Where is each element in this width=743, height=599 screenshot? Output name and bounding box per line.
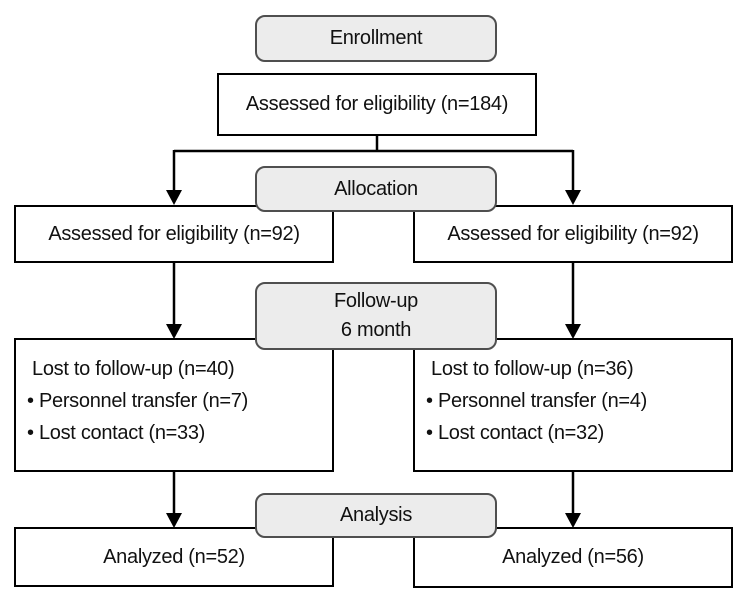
arrowhead-left-allocation <box>166 190 182 205</box>
arrowhead-right-allocation <box>565 190 581 205</box>
box-lost-followup-right: Lost to follow-up (n=36) • Personnel tra… <box>413 338 733 472</box>
arrowhead-right-followup <box>565 324 581 339</box>
lost-followup-right-item: • Lost contact (n=32) <box>426 422 605 444</box>
lost-followup-right-title: Lost to follow-up (n=36) <box>431 358 634 380</box>
box-assessed-eligibility-left-text: Assessed for eligibility (n=92) <box>48 222 300 245</box>
box-assessed-eligibility-right-text: Assessed for eligibility (n=92) <box>447 222 699 245</box>
stage-label-analysis-text: Analysis <box>339 504 413 526</box>
box-analyzed-left-text: Analyzed (n=52) <box>103 545 245 568</box>
stage-label-followup: Follow-up 6 month <box>255 282 497 350</box>
stage-label-enrollment-text: Enrollment <box>329 27 423 49</box>
stage-label-followup-text: Follow-up <box>334 290 418 312</box>
box-assessed-eligibility-right: Assessed for eligibility (n=92) <box>413 205 733 263</box>
connector-lines <box>172 134 575 515</box>
lost-followup-right-item: • Personnel transfer (n=4) <box>426 390 647 412</box>
stage-label-allocation: Allocation <box>255 166 497 212</box>
arrowhead-left-analysis <box>166 513 182 528</box>
box-lost-followup-left: Lost to follow-up (n=40) • Personnel tra… <box>14 338 334 472</box>
box-assessed-eligibility-total-text: Assessed for eligibility (n=184) <box>245 93 509 115</box>
stage-label-enrollment: Enrollment <box>255 15 497 62</box>
arrowhead-left-followup <box>166 324 182 339</box>
lost-followup-left-title: Lost to follow-up (n=40) <box>32 358 235 380</box>
box-analyzed-right-text: Analyzed (n=56) <box>502 546 644 568</box>
arrowheads <box>166 190 581 528</box>
box-assessed-eligibility-left: Assessed for eligibility (n=92) <box>14 205 334 263</box>
lost-followup-left-item: • Lost contact (n=33) <box>27 422 206 444</box>
box-assessed-eligibility-total: Assessed for eligibility (n=184) <box>217 73 537 136</box>
arrowhead-right-analysis <box>565 513 581 528</box>
stage-label-allocation-text: Allocation <box>334 177 418 200</box>
lost-followup-left-item: • Personnel transfer (n=7) <box>27 390 248 412</box>
stage-label-analysis: Analysis <box>255 493 497 538</box>
stage-label-followup-subtext: 6 month <box>340 319 412 341</box>
